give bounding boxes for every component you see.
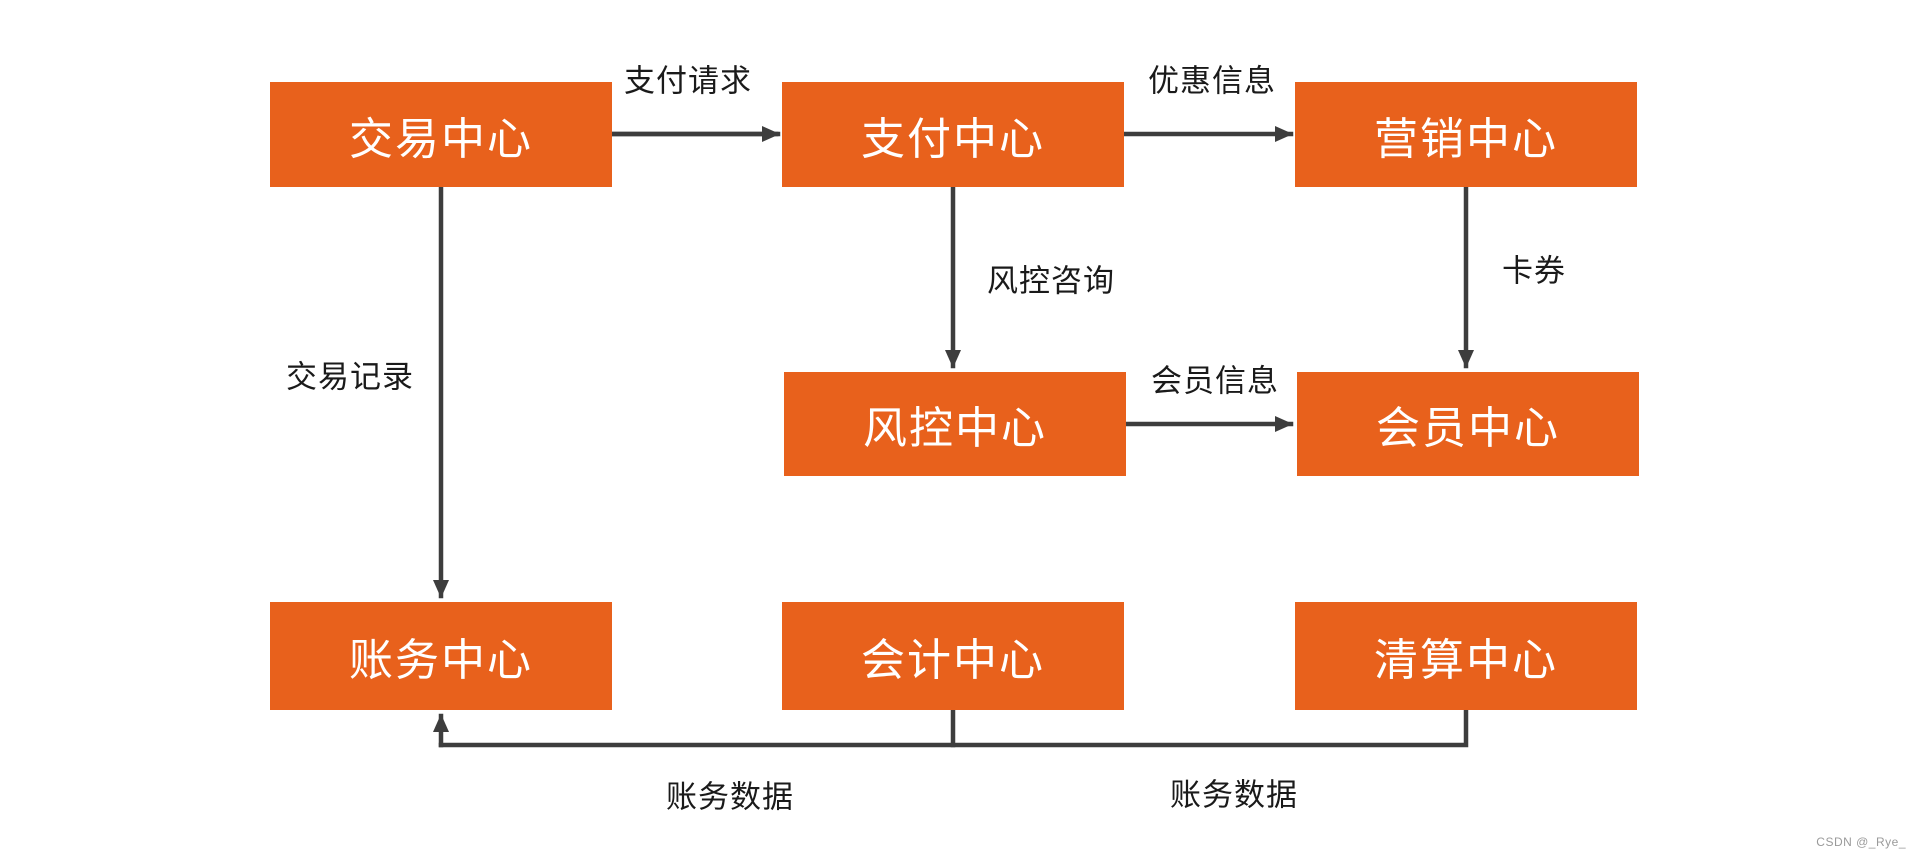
node-account-center: 账务中心 bbox=[270, 602, 612, 710]
edge-label-promo-info: 优惠信息 bbox=[1148, 63, 1276, 99]
node-clearing-center: 清算中心 bbox=[1295, 602, 1637, 710]
line-clearing-elbow bbox=[438, 707, 1469, 748]
edge-label-risk-consult: 风控咨询 bbox=[987, 263, 1115, 299]
edge-label-member-info: 会员信息 bbox=[1151, 363, 1279, 399]
edge-label-billing-data-right: 账务数据 bbox=[1170, 777, 1298, 813]
node-trade-center: 交易中心 bbox=[270, 82, 612, 187]
node-marketing-center: 营销中心 bbox=[1295, 82, 1637, 187]
node-accounting-center: 会计中心 bbox=[782, 602, 1124, 710]
edge-label-pay-request: 支付请求 bbox=[624, 63, 752, 99]
node-member-center: 会员中心 bbox=[1297, 372, 1639, 476]
edge-label-trade-record: 交易记录 bbox=[286, 359, 414, 395]
edge-label-billing-data-left: 账务数据 bbox=[666, 779, 794, 815]
node-payment-center: 支付中心 bbox=[782, 82, 1124, 187]
watermark: CSDN @_Rye_ bbox=[1816, 835, 1906, 849]
edge-label-coupon: 卡券 bbox=[1502, 253, 1566, 289]
node-risk-center: 风控中心 bbox=[784, 372, 1126, 476]
